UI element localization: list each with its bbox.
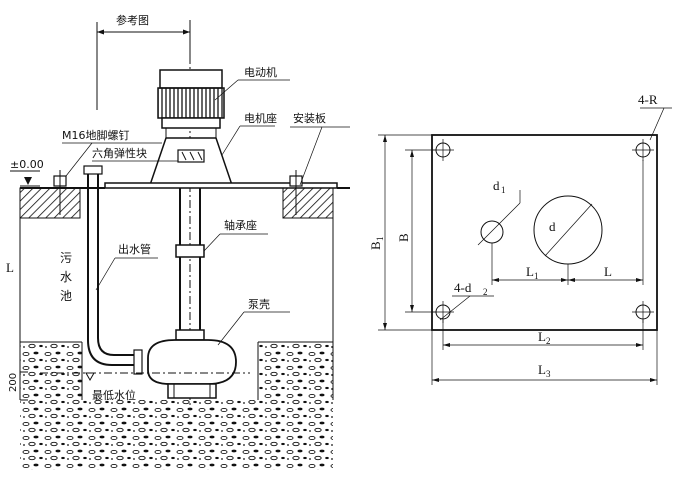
- hole-d1-label: d: [493, 178, 500, 193]
- mounting-plate-label: 安装板: [293, 111, 326, 125]
- l1-l-dimension: L 1 L: [491, 160, 644, 285]
- motor-seat-label: 电机座: [244, 111, 277, 125]
- dim-l-label: L: [604, 264, 612, 279]
- l3-dimension: L 3: [431, 330, 658, 385]
- outlet-pipe: [83, 165, 143, 375]
- corner-radius-label: 4-R: [638, 92, 658, 107]
- hole-d1-sub: 1: [501, 185, 506, 195]
- bearing-seat: [175, 244, 205, 258]
- dim-l1-sub: 1: [534, 271, 539, 281]
- leader-lines: 电动机 电机座 安装板 M16地脚螺钉 六角弹性块 出水管 轴承座 泵壳: [62, 65, 350, 346]
- gravel-bed: [20, 341, 333, 470]
- depth-label: L: [6, 260, 14, 275]
- bolt-hole-callout: 4-d 2: [439, 280, 494, 321]
- motor: [157, 69, 225, 138]
- dim-l3-label: L: [538, 362, 546, 377]
- elevation-label: ±0.00: [10, 158, 44, 171]
- min-level-label: 最低水位: [92, 388, 136, 402]
- elevation-mark: ±0.00: [10, 158, 44, 187]
- reference-dimension: 参考图: [96, 13, 191, 110]
- pump-casing-label: 泵壳: [248, 297, 270, 311]
- bolt-holes: [432, 139, 654, 323]
- dim-b1-sub: 1: [375, 237, 385, 242]
- min-water-level: 最低水位: [40, 372, 250, 402]
- pump-casing: [147, 339, 237, 399]
- motor-seat: [148, 137, 234, 186]
- l2-dimension: L 2: [442, 320, 644, 350]
- motor-label: 电动机: [244, 65, 277, 79]
- ground-surface: [19, 170, 350, 219]
- center-d-label: d: [549, 219, 556, 234]
- bolt-hole-sub: 2: [483, 287, 488, 297]
- dim-b1-label: B: [368, 241, 383, 250]
- b1-dimension: B 1: [368, 134, 432, 331]
- dim-l1-label: L: [526, 264, 534, 279]
- shaft-column: [175, 188, 205, 345]
- dim-l3-sub: 3: [546, 369, 551, 379]
- right-plan-view: d 1 d 4-R 4-d 2: [368, 92, 672, 385]
- pool-label-2: 水: [60, 270, 72, 284]
- corner-radius-callout: 4-R: [638, 92, 672, 141]
- mounting-plate-outline: [431, 134, 658, 331]
- pool-label-1: 污: [60, 251, 72, 265]
- hex-block-label: 六角弹性块: [92, 146, 147, 160]
- outlet-pipe-label: 出水管: [118, 242, 151, 256]
- dim-l2-label: L: [538, 329, 546, 344]
- mounting-plate: [104, 182, 338, 189]
- left-elevation-view: 参考图: [6, 13, 350, 470]
- anchor-bolt-label: M16地脚螺钉: [62, 128, 130, 142]
- bearing-seat-label: 轴承座: [224, 218, 257, 232]
- dim-b-label: B: [396, 233, 411, 242]
- bolt-hole-label: 4-d: [454, 280, 472, 295]
- b-dimension: B: [396, 149, 436, 313]
- reference-label: 参考图: [116, 13, 149, 27]
- dim-l2-sub: 2: [546, 336, 551, 346]
- height-200-label: 200: [8, 373, 19, 392]
- pool-label-3: 池: [60, 289, 72, 303]
